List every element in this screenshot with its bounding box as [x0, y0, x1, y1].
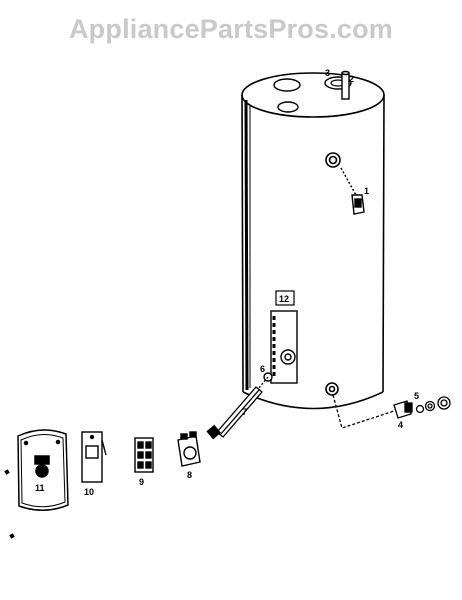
part-10-bracket	[81, 431, 107, 483]
screws	[4, 469, 15, 539]
part-7-heating-element	[206, 376, 269, 440]
callout-2: 2	[349, 74, 354, 84]
part-1-valve	[340, 167, 365, 215]
callout-12: 12	[279, 294, 289, 304]
callout-7: 7	[242, 407, 247, 417]
upper-fitting	[325, 152, 341, 168]
watermark-text: AppliancePartsPros.com	[68, 14, 393, 44]
part-2-anode-rod	[341, 70, 350, 100]
callout-5: 5	[414, 391, 419, 401]
callout-8: 8	[187, 470, 192, 480]
part-12-label-plate	[275, 290, 295, 306]
access-opening	[270, 310, 298, 384]
callout-11: 11	[35, 483, 45, 493]
callout-1: 1	[364, 186, 369, 196]
callout-10: 10	[84, 487, 94, 497]
water-heater-tank	[241, 72, 385, 410]
callout-4: 4	[398, 420, 403, 430]
part-11-cover-plate	[17, 429, 69, 511]
callout-3: 3	[325, 68, 330, 78]
lower-fitting	[325, 382, 339, 396]
callout-9: 9	[139, 477, 144, 487]
part-8-thermostat	[177, 431, 201, 467]
part-5-washers	[415, 396, 451, 414]
callout-6: 6	[260, 364, 265, 374]
part-4-drain-valve	[332, 394, 413, 429]
part-9-terminal-block	[134, 437, 154, 473]
